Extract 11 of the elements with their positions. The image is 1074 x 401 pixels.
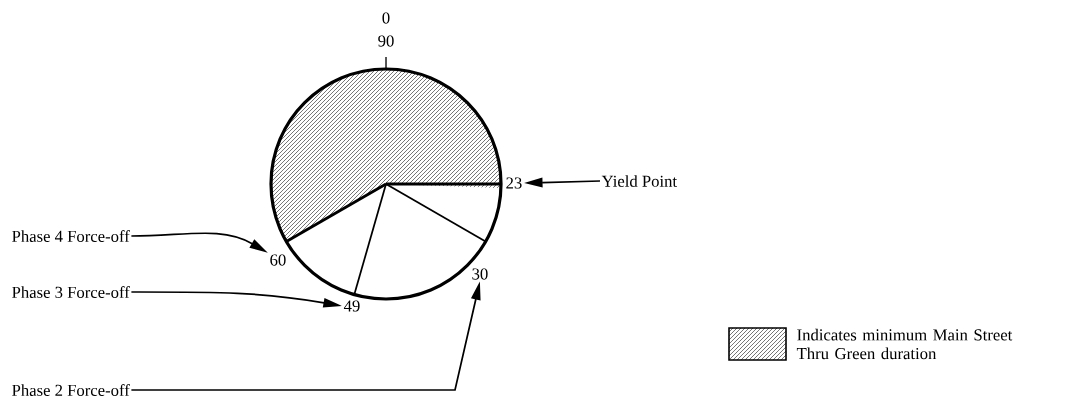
callout-text: Phase 3 Force-off	[12, 286, 130, 298]
point-label: 60	[270, 254, 286, 266]
legend-text: Indicates minimum Main Street Thru Green duration	[796, 328, 1013, 360]
callout-text: Phase 4 Force-off	[12, 230, 130, 242]
scale-label: 90	[378, 35, 394, 47]
callout-text: Phase 2 Force-off	[12, 384, 130, 396]
point-label: 23	[506, 177, 522, 189]
scale-label: 0	[382, 12, 390, 24]
point-label: 30	[472, 268, 488, 280]
point-label: 49	[343, 300, 360, 312]
callout-text: Yield Point	[601, 175, 677, 187]
